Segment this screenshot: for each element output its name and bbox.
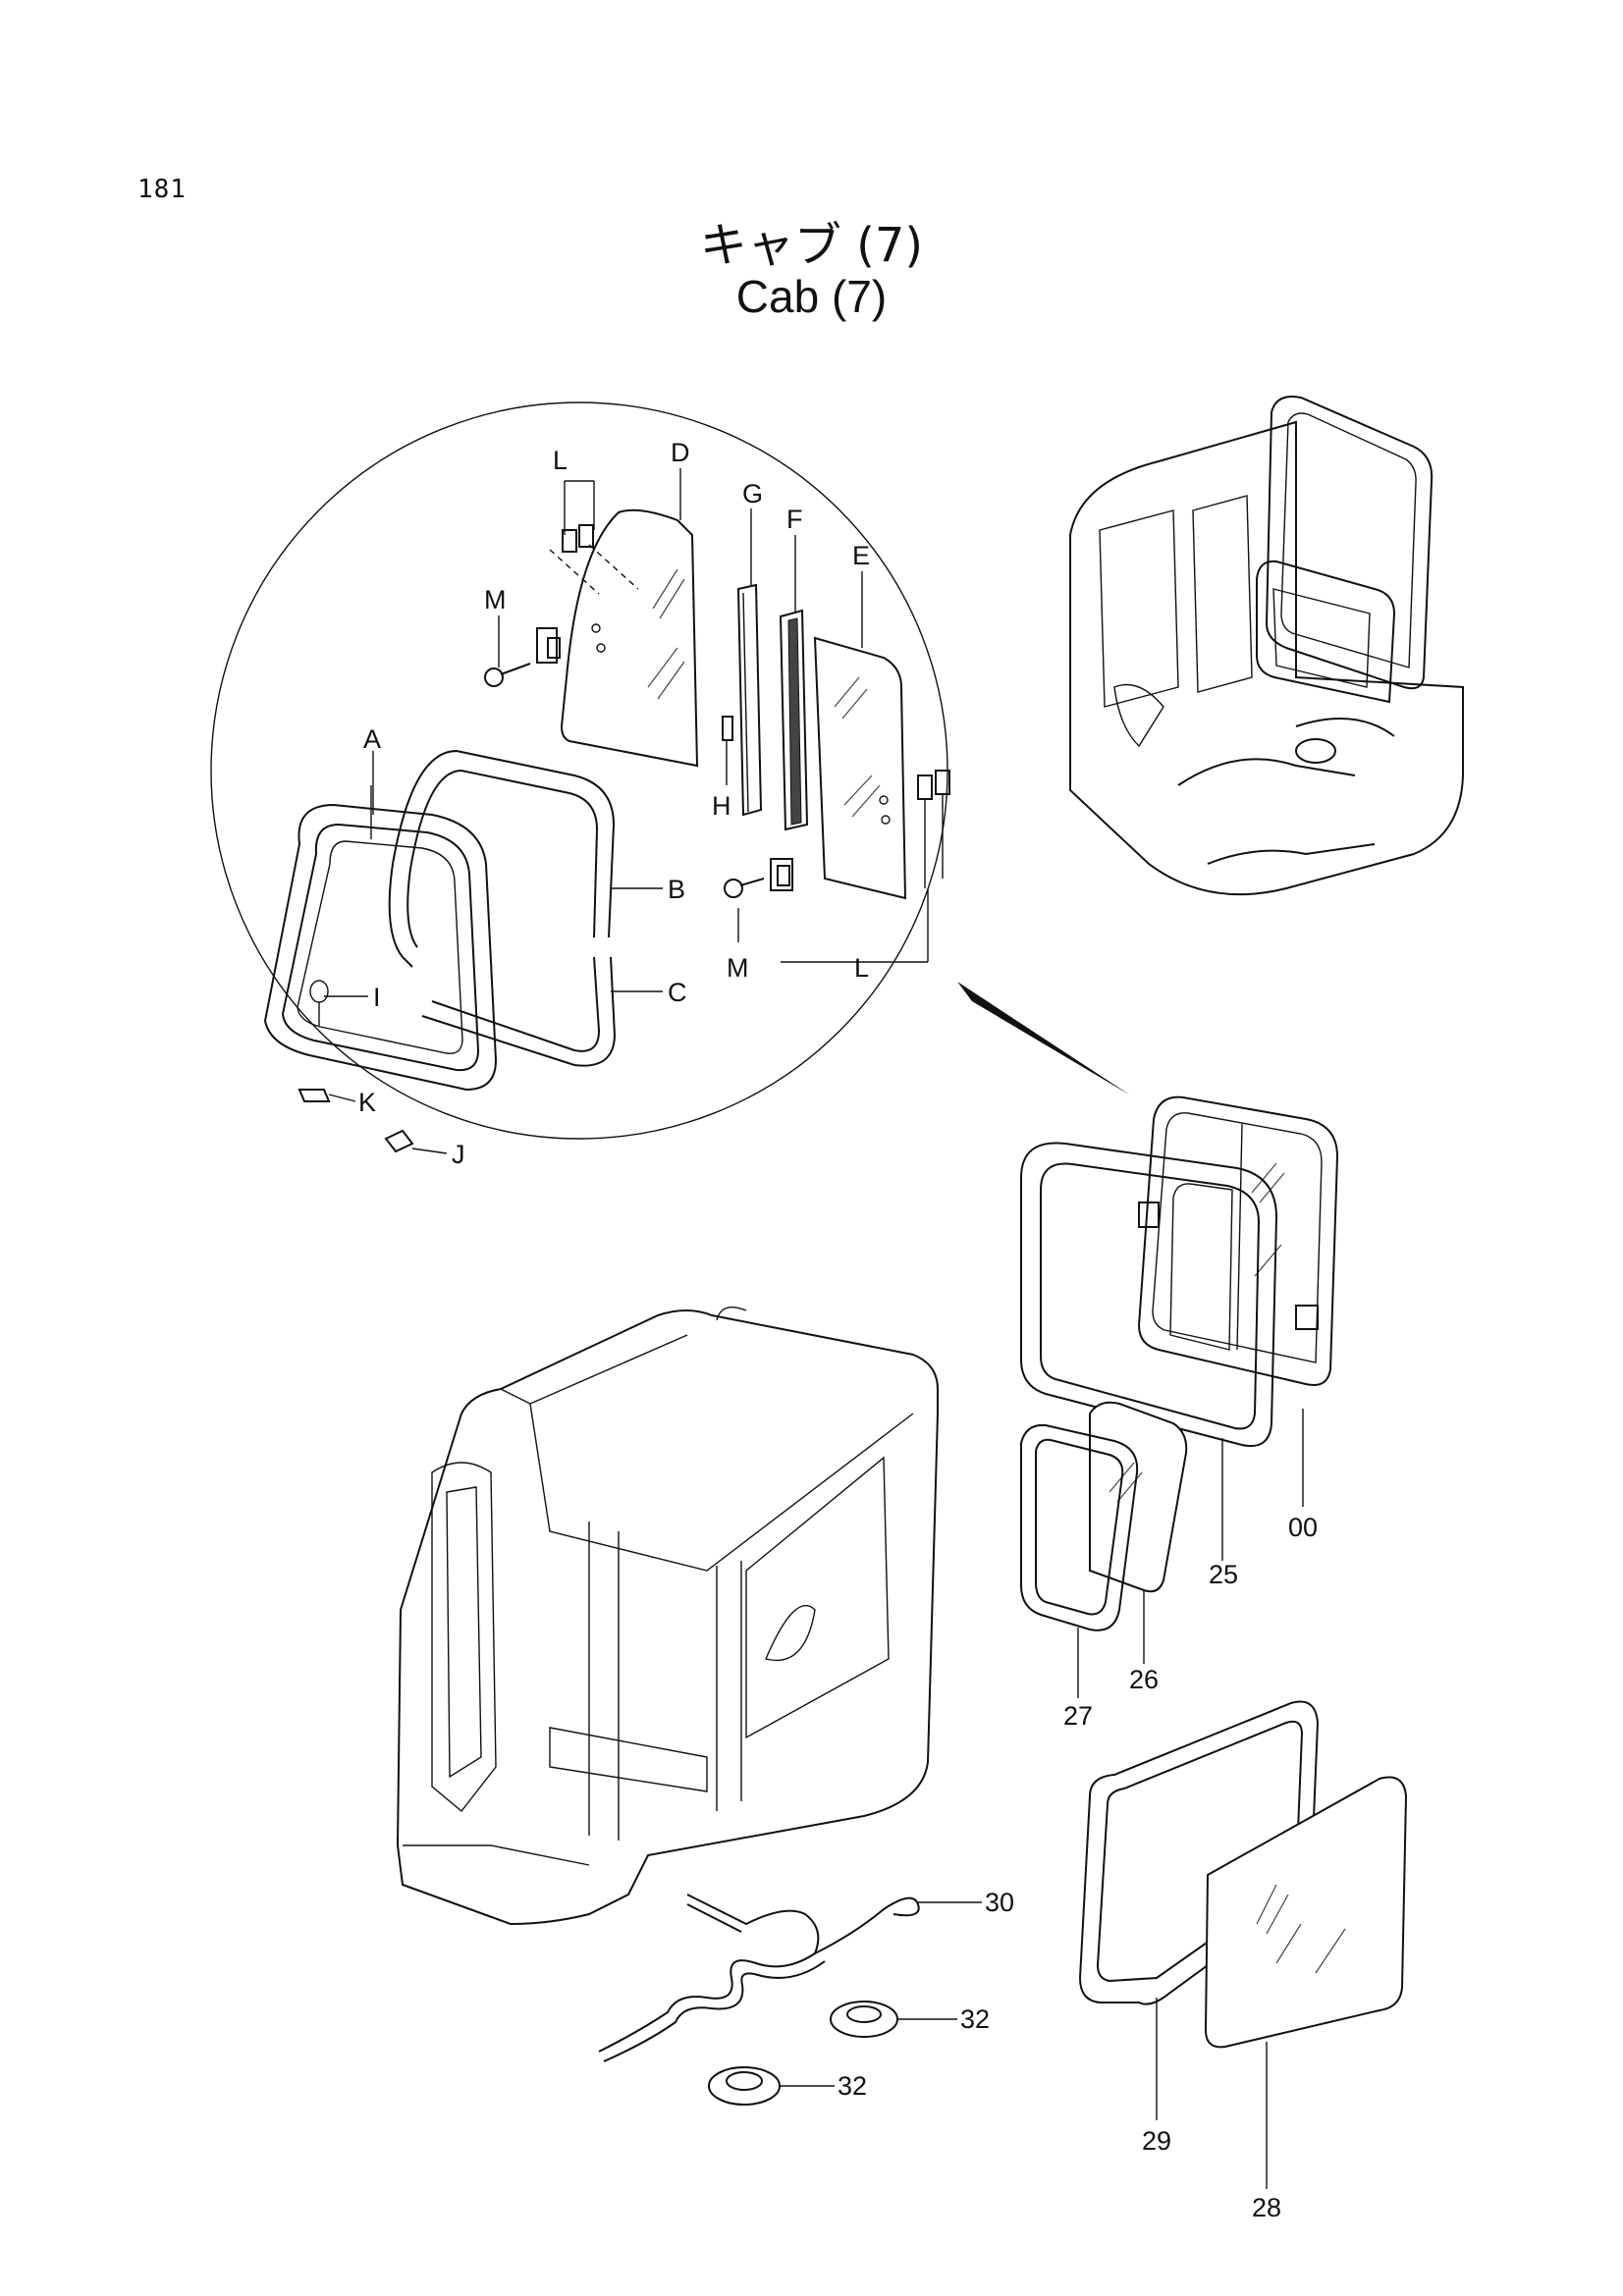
label-b: B (668, 875, 685, 904)
part-m-lower-screw (724, 858, 793, 898)
label-c: C (668, 978, 687, 1007)
part-k-clip (298, 1089, 331, 1102)
page-title-japanese: キャブ (7) (699, 218, 924, 273)
label-e: E (852, 541, 870, 570)
label-i: I (373, 983, 381, 1012)
label-k: K (358, 1088, 376, 1117)
label-part-30: 30 (985, 1888, 1014, 1917)
part-27-seal (1020, 1423, 1139, 1631)
label-part-32-lower: 32 (838, 2071, 867, 2101)
label-a: A (363, 724, 381, 754)
part-25-outer-seal (1020, 1142, 1278, 1447)
cab-overview (1069, 396, 1464, 896)
label-l-top: L (553, 446, 568, 475)
label-j: J (452, 1140, 465, 1169)
label-part-26: 26 (1129, 1665, 1159, 1694)
part-00-window-assembly (1137, 1095, 1339, 1386)
label-g: G (742, 479, 763, 508)
part-b-seal (388, 749, 616, 968)
label-part-29: 29 (1142, 2126, 1171, 2156)
detail-view (210, 401, 1129, 1154)
page-title-english: Cab (7) (735, 271, 888, 322)
label-part-28: 28 (1252, 2193, 1281, 2222)
part-m-upper-screw (484, 627, 561, 687)
label-m-left: M (484, 585, 507, 614)
part-e-glass (813, 636, 907, 900)
label-part-25: 25 (1209, 1560, 1238, 1589)
part-28-glass (1204, 1776, 1408, 2049)
part-32-grommet-lower (708, 2066, 781, 2106)
part-f-rail (779, 609, 809, 831)
detail-leader (957, 982, 1129, 1095)
label-part-27: 27 (1063, 1701, 1093, 1731)
part-a-frame (263, 785, 498, 1092)
label-part-32-upper: 32 (960, 2004, 990, 2034)
part-c-seal (421, 956, 617, 1067)
page-number: 181 (137, 175, 187, 204)
label-part-00: 00 (1288, 1513, 1318, 1542)
part-l-upper-brackets (549, 524, 639, 595)
part-i-catch (309, 980, 329, 1026)
part-g-rail (736, 583, 763, 817)
part-d-glass (560, 508, 699, 768)
part-h-stopper (722, 716, 733, 741)
label-m-right: M (727, 953, 749, 983)
cab-frame (396, 1307, 939, 1926)
part-j-block (384, 1129, 414, 1153)
part-32-grommet-upper (830, 2001, 898, 2038)
label-f: F (786, 505, 803, 534)
part-l-lower-brackets (917, 770, 950, 888)
part-30-hose (598, 1894, 920, 2062)
label-h: H (712, 791, 731, 821)
label-l-bottom: L (854, 953, 869, 983)
label-d: D (671, 438, 690, 467)
part-26-glass (1089, 1401, 1188, 1593)
